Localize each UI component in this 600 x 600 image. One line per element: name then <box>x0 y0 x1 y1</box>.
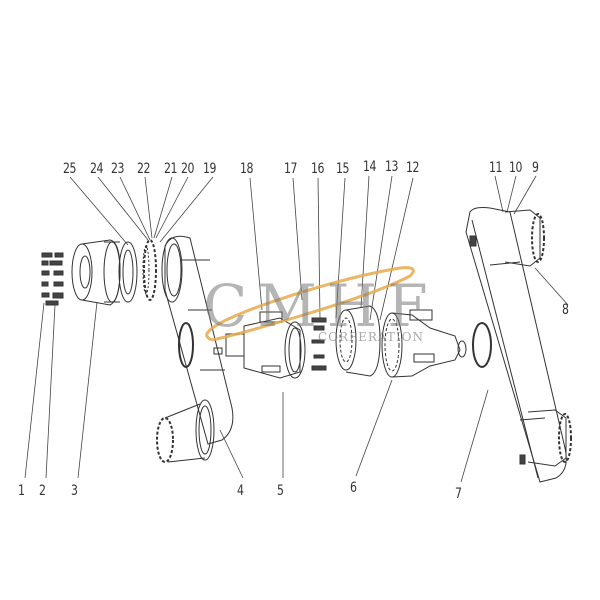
watermark-sub-text: CORPERATION <box>318 330 425 344</box>
callout-8: 8 <box>562 302 569 318</box>
callout-19: 19 <box>203 161 217 177</box>
callout-14: 14 <box>363 159 377 175</box>
callout-13: 13 <box>385 159 399 175</box>
part-small-components <box>311 317 327 371</box>
callout-3: 3 <box>71 483 78 499</box>
callout-12: 12 <box>406 160 420 176</box>
watermark-swoosh <box>205 266 415 342</box>
part-gear-stack <box>142 239 157 301</box>
part-drum <box>335 305 381 377</box>
part-hub-right-lower <box>527 409 572 467</box>
callout-5: 5 <box>277 483 284 499</box>
callout-7: 7 <box>455 486 462 502</box>
callout-24: 24 <box>90 161 104 177</box>
part-hub-housing-left <box>71 239 138 306</box>
callout-16: 16 <box>311 161 325 177</box>
watermark-logo-text: CMHF <box>203 272 438 340</box>
callout-4: 4 <box>237 483 244 499</box>
callout-25: 25 <box>63 161 77 177</box>
part-center-housing <box>225 311 306 379</box>
part-bolts-washers <box>41 252 64 306</box>
callout-2: 2 <box>39 483 46 499</box>
leader-lines <box>24 175 569 483</box>
part-flange <box>381 309 467 378</box>
callout-6: 6 <box>350 480 357 496</box>
callout-21: 21 <box>164 161 178 177</box>
callout-20: 20 <box>181 161 195 177</box>
callout-22: 22 <box>137 161 151 177</box>
callout-17: 17 <box>284 161 298 177</box>
part-chain-case-right <box>465 207 567 483</box>
part-chain-case-left <box>156 235 234 463</box>
callout-23: 23 <box>111 161 125 177</box>
part-hub-right-upper <box>504 209 545 267</box>
callout-11: 11 <box>489 160 503 176</box>
callout-9: 9 <box>532 160 539 176</box>
callout-1: 1 <box>18 483 25 499</box>
callout-18: 18 <box>240 161 254 177</box>
callout-10: 10 <box>509 160 523 176</box>
callout-15: 15 <box>336 161 350 177</box>
